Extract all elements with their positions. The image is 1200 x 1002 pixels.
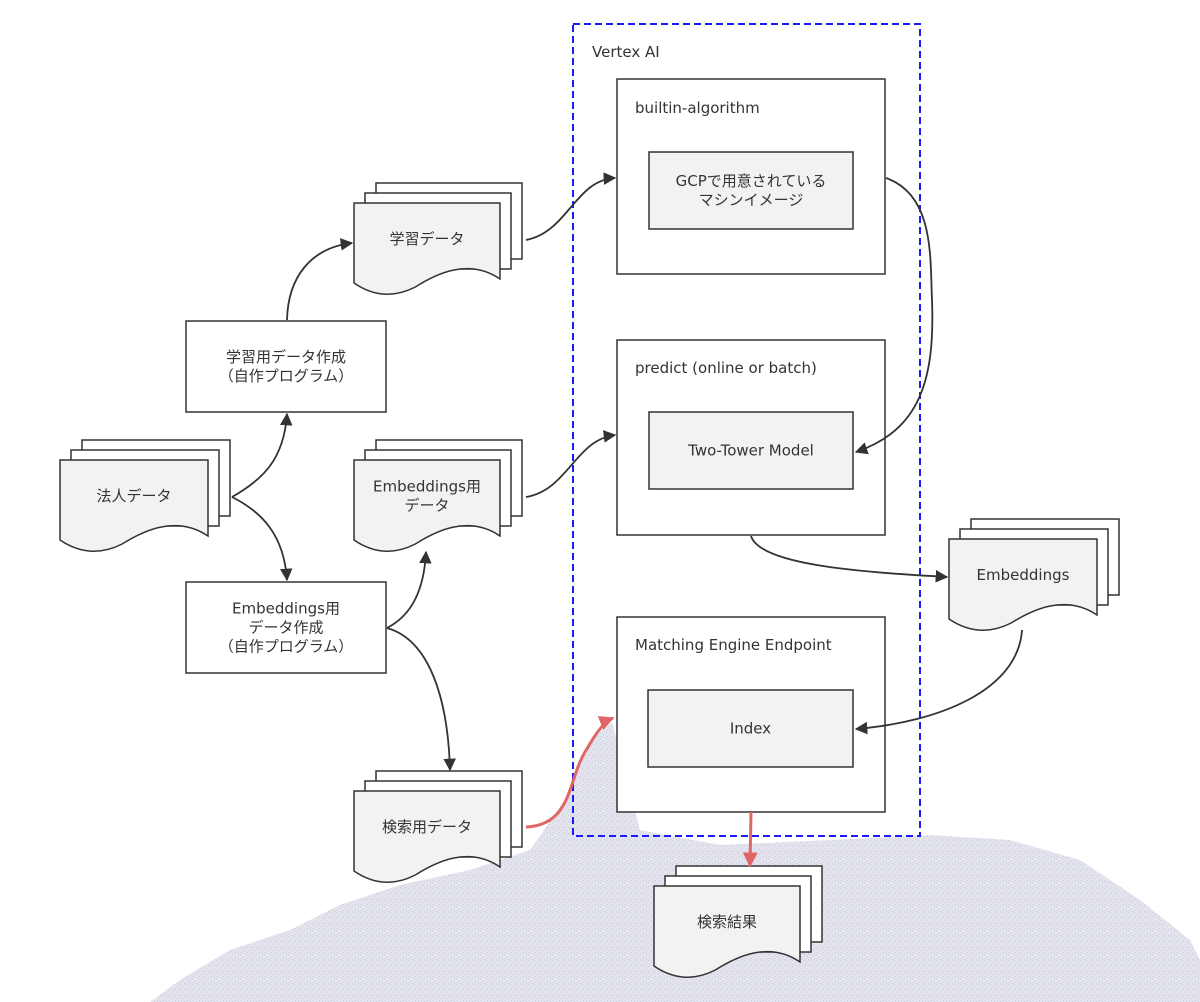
index-text: Index [730, 720, 771, 738]
edge-predict-to-embeddings [750, 535, 949, 583]
edge-train-create-to-train-data [286, 238, 354, 321]
search-data-doc: 検索用データ [353, 770, 523, 883]
edge-matching-to-result [742, 811, 758, 868]
node-label-line: 法人データ [96, 487, 171, 505]
node-label-line: Embeddings用 [373, 478, 481, 496]
node-label-line: Embeddings用 [232, 600, 340, 618]
node-label-line: 検索用データ [382, 818, 472, 836]
node-label-line: Two-Tower Model [687, 442, 814, 460]
edge-train-data-to-builtin [525, 172, 617, 241]
node-label-line: Embeddings [977, 566, 1070, 584]
train-data-create-text: 学習用データ作成（自作プログラム） [219, 348, 354, 385]
search-result-doc: 検索結果 [653, 865, 823, 978]
node-label-line: （自作プログラム） [219, 638, 354, 656]
train-data-create-node [185, 320, 387, 413]
edge-corp-to-train-create [231, 412, 293, 498]
matching-engine-label: Matching Engine Endpoint [635, 636, 832, 654]
edge-emb-create-to-emb-data [386, 550, 432, 629]
two-tower-model-node [648, 411, 854, 490]
node-label-line: （自作プログラム） [219, 367, 354, 385]
edge-search-data-to-matching [525, 716, 615, 829]
emb-data-create-node [185, 581, 387, 674]
node-label-line: 学習用データ作成 [226, 348, 346, 366]
node-label-line: GCPで用意されている [676, 172, 827, 190]
index-node [647, 689, 854, 768]
node-label-line: データ [404, 497, 449, 515]
gcp-image-node [648, 151, 854, 230]
doc-front-sheet [653, 885, 801, 978]
train-data-doc: 学習データ [353, 182, 523, 295]
two-tower-model-text: Two-Tower Model [687, 442, 814, 460]
corp-data-doc: 法人データ [59, 439, 231, 552]
vertex-ai-label: Vertex AI [592, 43, 660, 61]
edge-emb-create-to-search-data [386, 627, 456, 772]
doc-front-sheet [353, 459, 501, 552]
edge-emb-data-to-predict [525, 430, 617, 498]
doc-front-sheet [948, 538, 1098, 631]
node-label-line: マシンイメージ [699, 191, 804, 209]
predict-label: predict (online or batch) [635, 359, 817, 377]
background-texture [150, 722, 1200, 1002]
edge-corp-to-emb-create [231, 496, 293, 582]
edge-embeddings-to-index [854, 629, 1023, 735]
node-label-line: 学習データ [389, 230, 464, 248]
doc-front-sheet [59, 459, 209, 552]
doc-front-sheet [353, 790, 501, 883]
node-label-line: 検索結果 [697, 913, 757, 931]
node-label-line: データ作成 [248, 619, 323, 637]
embeddings-doc: Embeddings [948, 518, 1120, 631]
vertex-ai-cluster [572, 23, 921, 837]
doc-front-sheet [353, 202, 501, 295]
node-label-line: Index [730, 720, 771, 738]
edge-builtin-to-two-tower [854, 177, 934, 455]
builtin-algorithm-label: builtin-algorithm [635, 99, 760, 117]
